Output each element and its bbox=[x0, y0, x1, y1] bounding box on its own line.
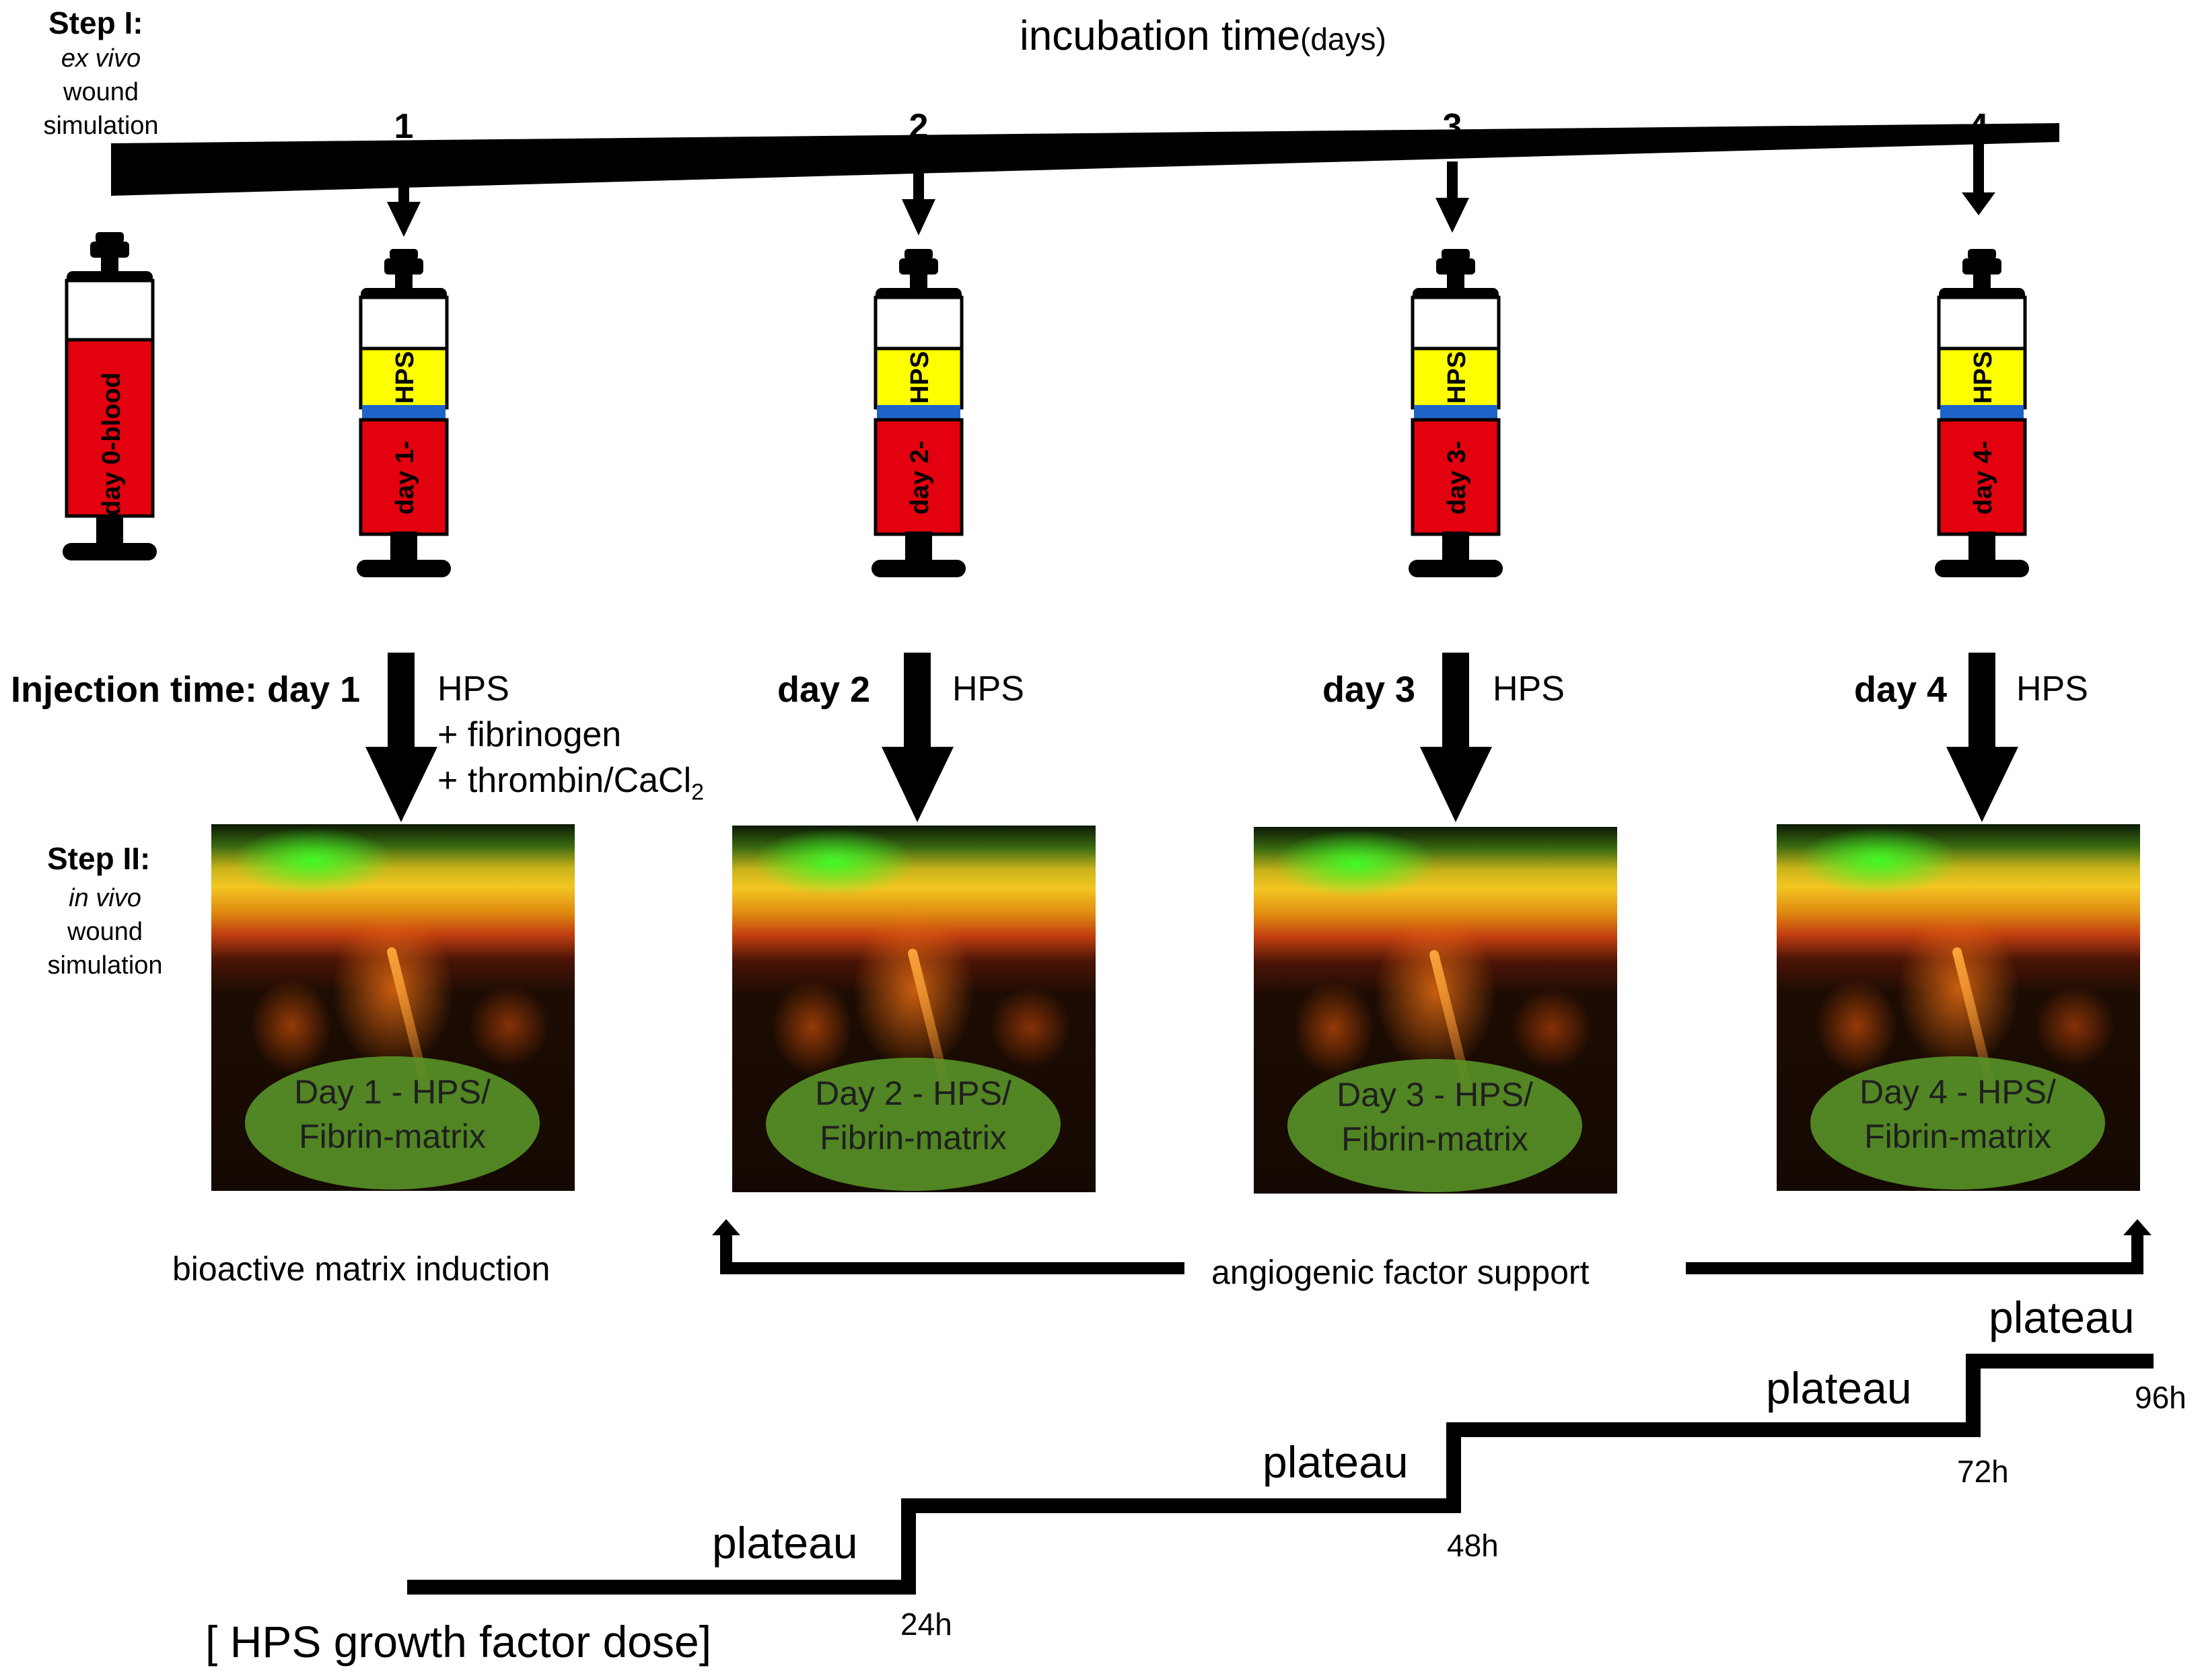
tissue-panel-3: Day 3 - HPS/Fibrin-matrix bbox=[1254, 827, 1617, 1194]
injection-notes-1: HPS + fibrinogen + thrombin/CaCl2 bbox=[437, 666, 704, 815]
timeline-title: incubation time(days) bbox=[1020, 12, 1386, 60]
injection-arrow-2 bbox=[882, 653, 954, 822]
injection-arrow-1 bbox=[365, 653, 437, 822]
injection-fibrinogen: + fibrinogen bbox=[437, 715, 622, 754]
step1-line2: wound bbox=[63, 78, 139, 106]
hour-label-24: 24h bbox=[900, 1607, 952, 1642]
syringe-hps-1: HPS bbox=[391, 351, 419, 404]
timeline-bar bbox=[111, 123, 2059, 196]
injection-hps-4: HPS bbox=[2016, 669, 2088, 708]
tissue-panel-1: Day 1 - HPS/Fibrin-matrix bbox=[211, 824, 575, 1191]
panel-label-4: Day 4 - HPS/Fibrin-matrix bbox=[1859, 1073, 2056, 1155]
dose-bracket-open: [ bbox=[205, 1617, 218, 1667]
syringe-label-0: day 0-blood bbox=[98, 372, 126, 515]
hour-label-96: 96h bbox=[2135, 1380, 2187, 1415]
matrix-oval bbox=[766, 1058, 1061, 1191]
injection-day-4: day 4 bbox=[1854, 669, 1948, 710]
panel-label-3: Day 3 - HPS/Fibrin-matrix bbox=[1337, 1076, 1533, 1158]
injection-label-1: Injection time: day 1 bbox=[11, 669, 360, 710]
angiogenic-label: angiogenic factor support bbox=[1211, 1253, 1590, 1291]
syringe-label-2: day 2- bbox=[906, 441, 934, 515]
step1-title: Step I: bbox=[48, 5, 143, 40]
timeline-title-unit: (days) bbox=[1300, 22, 1386, 57]
injection-hps-2: HPS bbox=[952, 669, 1024, 708]
plateau-label-1: plateau bbox=[712, 1518, 858, 1568]
day-number-3: 3 bbox=[1442, 107, 1462, 146]
syringe-day2 bbox=[872, 249, 966, 577]
syringe-label-4: day 4- bbox=[1969, 441, 1997, 515]
day-number-4: 4 bbox=[1968, 107, 1989, 146]
angiogenic-connector bbox=[712, 1219, 2152, 1274]
injection-day-2: day 2 bbox=[777, 669, 871, 710]
syringe-day4 bbox=[1935, 249, 2029, 577]
syringe-day1 bbox=[357, 249, 451, 577]
step1-line1: ex vivo bbox=[61, 44, 141, 73]
timeline-title-text: incubation time bbox=[1020, 13, 1301, 59]
hour-label-48: 48h bbox=[1447, 1528, 1499, 1563]
step1-line3: simulation bbox=[43, 112, 159, 140]
timeline-arrow-2 bbox=[902, 168, 935, 235]
injection-hps-3: HPS bbox=[1493, 669, 1565, 708]
dose-staircase bbox=[407, 1354, 2154, 1595]
syringe-label-1: day 1- bbox=[391, 441, 419, 515]
injection-arrow-4 bbox=[1946, 653, 2018, 822]
dose-axis-label: [ HPS growth factor dose] bbox=[205, 1616, 711, 1667]
syringe-hps-3: HPS bbox=[1443, 351, 1471, 404]
injection-thrombin: + thrombin/CaCl2 bbox=[437, 761, 705, 805]
matrix-oval bbox=[1287, 1059, 1582, 1192]
injection-hps-1: HPS bbox=[437, 669, 509, 708]
day-number-2: 2 bbox=[909, 107, 929, 146]
tissue-panel-2: Day 2 - HPS/Fibrin-matrix bbox=[732, 826, 1096, 1192]
timeline-arrow-1 bbox=[387, 175, 421, 237]
dose-axis-text: HPS growth factor dose bbox=[229, 1617, 699, 1667]
step2-line3: simulation bbox=[47, 951, 163, 980]
injection-day-3: day 3 bbox=[1322, 669, 1416, 710]
hour-label-72: 72h bbox=[1957, 1454, 2009, 1489]
step2-line1: in vivo bbox=[69, 884, 141, 912]
step2-line2: wound bbox=[67, 918, 143, 946]
tissue-panel-4: Day 4 - HPS/Fibrin-matrix bbox=[1777, 824, 2140, 1191]
bioactive-label: bioactive matrix induction bbox=[172, 1250, 550, 1288]
plateau-label-3: plateau bbox=[1766, 1363, 1912, 1413]
injection-prefix: Injection time: bbox=[11, 669, 258, 710]
matrix-oval bbox=[1810, 1056, 2105, 1190]
injection-day-1: day 1 bbox=[267, 669, 361, 710]
matrix-oval bbox=[245, 1056, 540, 1190]
panel-label-2: Day 2 - HPS/Fibrin-matrix bbox=[815, 1074, 1011, 1157]
syringe-day0 bbox=[63, 232, 157, 560]
dose-bracket-close: ] bbox=[699, 1617, 712, 1667]
syringe-day3 bbox=[1409, 249, 1503, 577]
step2-title: Step II: bbox=[47, 841, 151, 876]
syringe-hps-4: HPS bbox=[1969, 351, 1997, 404]
plateau-label-4: plateau bbox=[1989, 1292, 2135, 1342]
syringe-label-3: day 3- bbox=[1443, 441, 1471, 515]
timeline-arrow-4 bbox=[1962, 133, 1995, 215]
injection-arrow-3 bbox=[1420, 653, 1492, 822]
syringe-hps-2: HPS bbox=[906, 351, 934, 404]
day-number-1: 1 bbox=[394, 107, 414, 146]
timeline-arrow-3 bbox=[1435, 161, 1469, 233]
panel-label-1: Day 1 - HPS/Fibrin-matrix bbox=[294, 1073, 491, 1155]
plateau-label-2: plateau bbox=[1263, 1437, 1409, 1487]
